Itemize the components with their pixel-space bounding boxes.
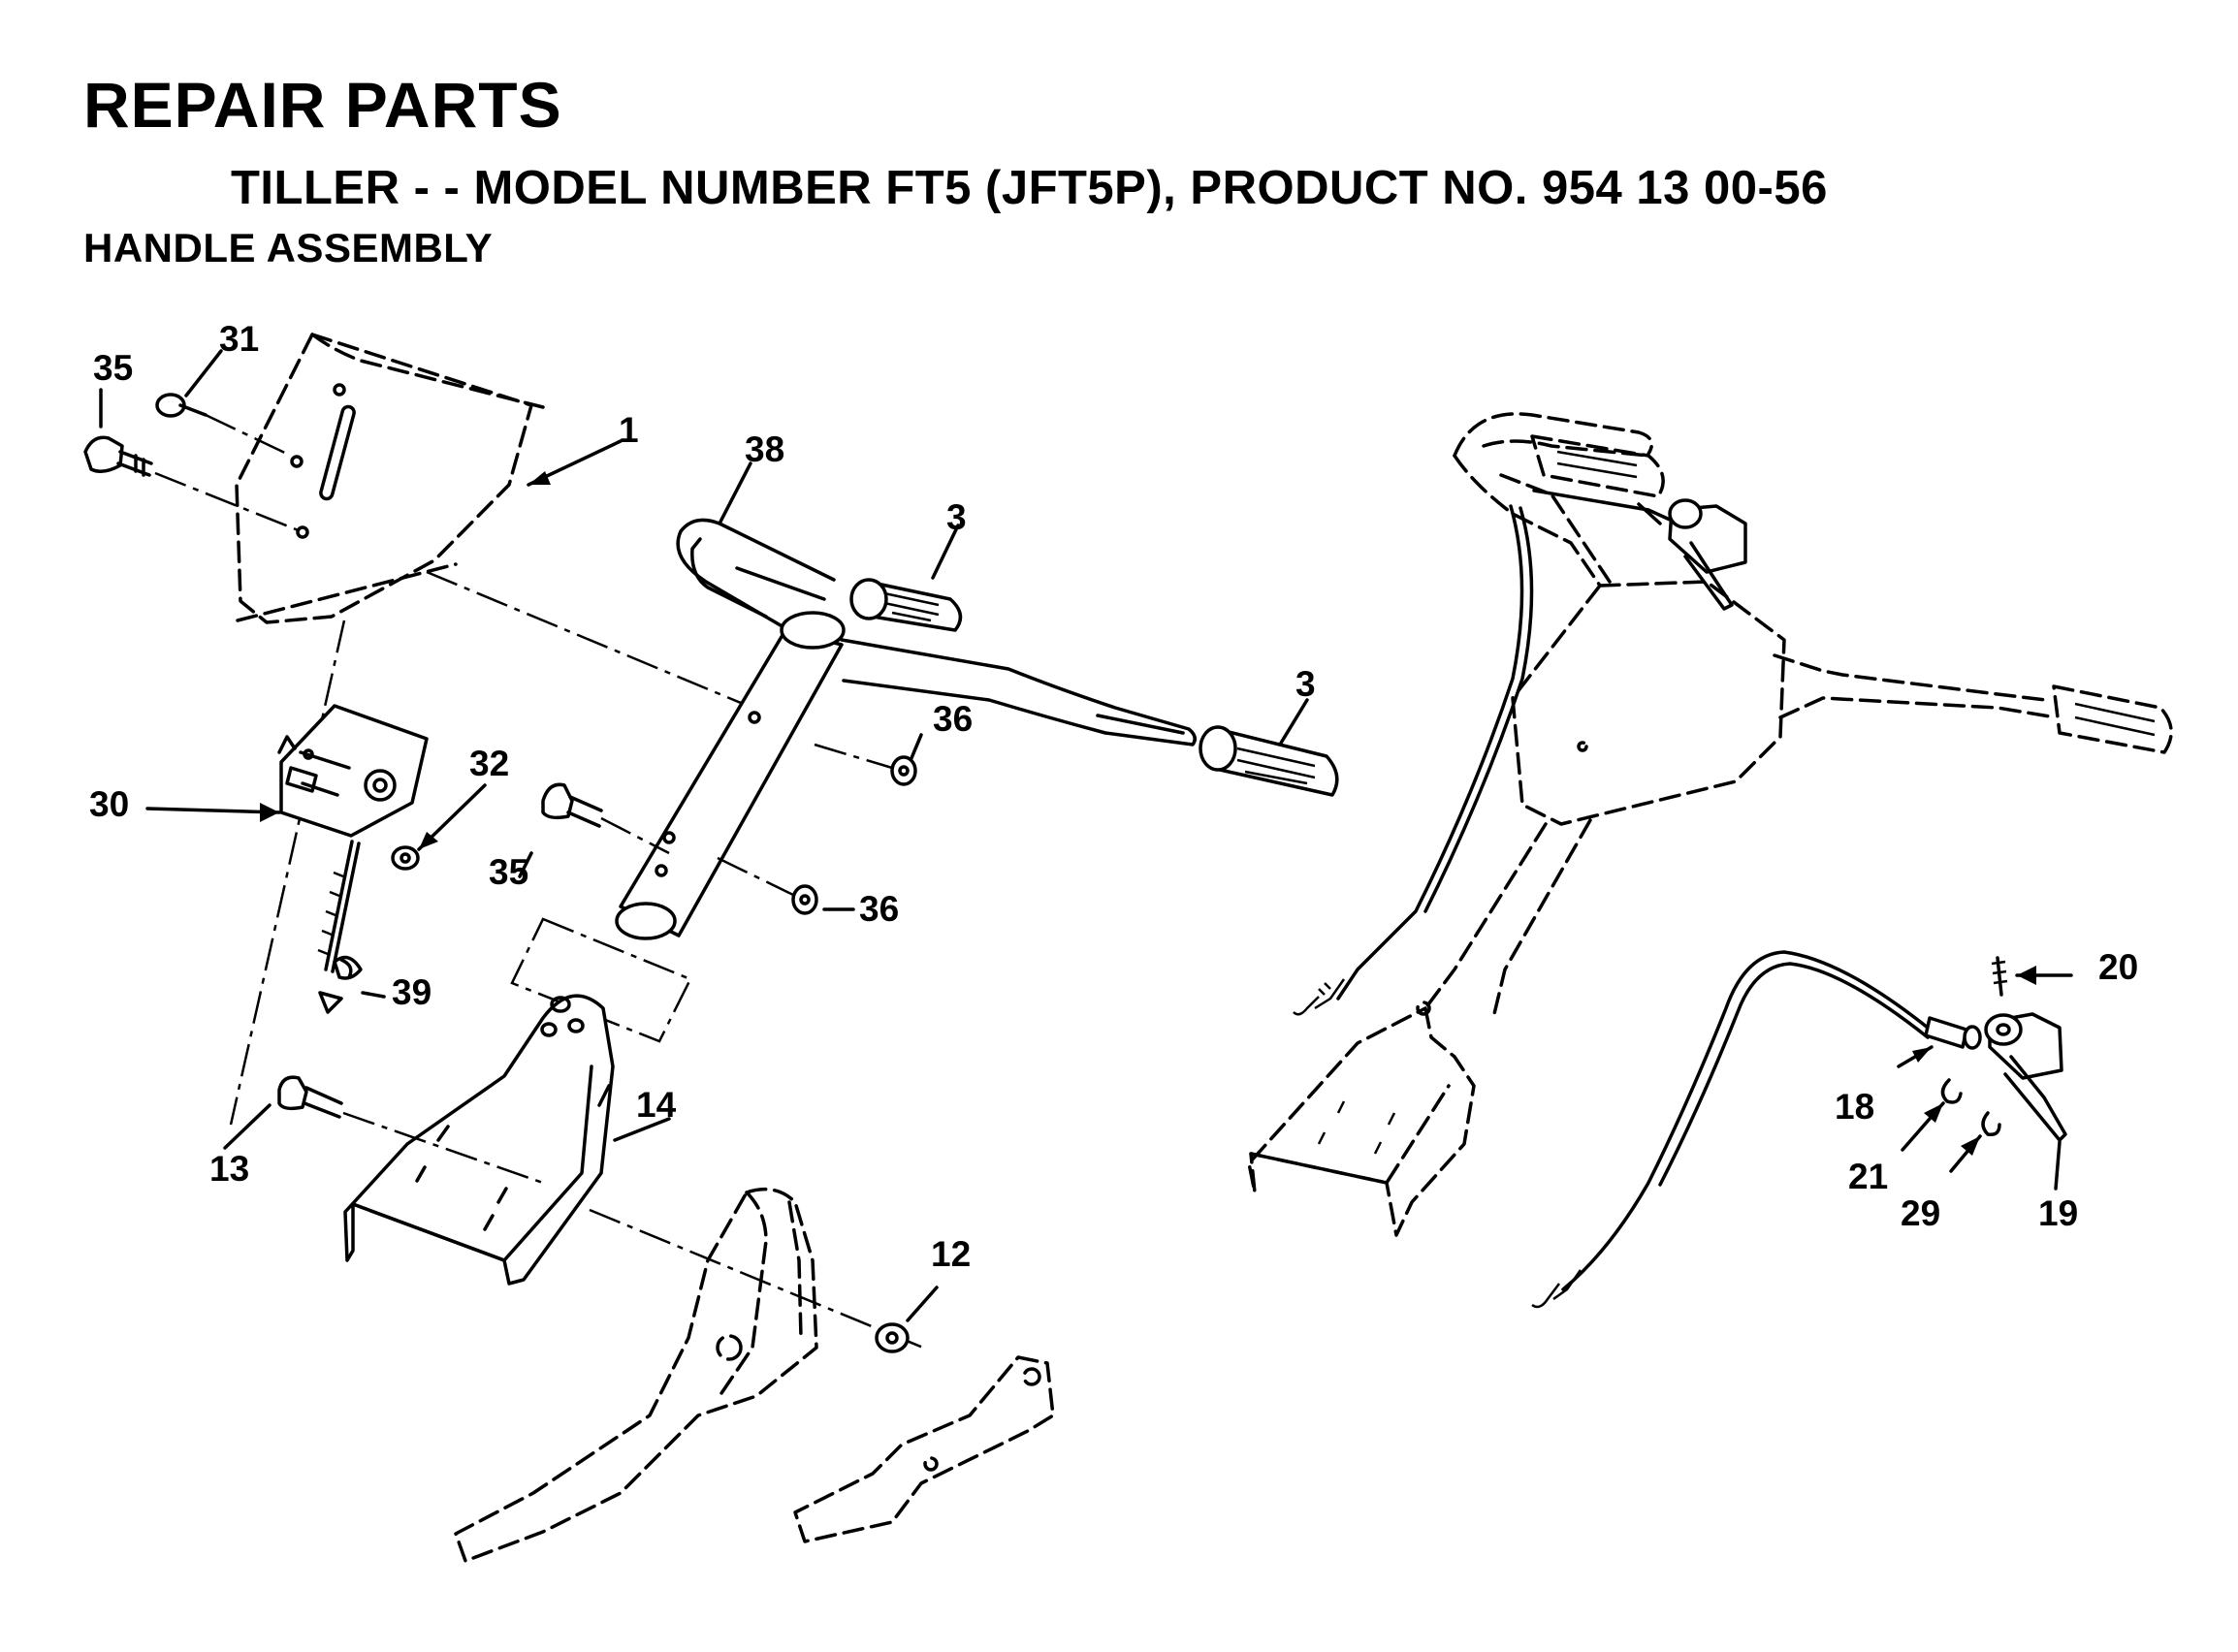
assembled-handle-view	[1247, 412, 2173, 1237]
callout-labels: 1 3 3 12 13 14 18 19 20 21 29 30 31 32 3…	[89, 319, 2138, 1274]
page-title: REPAIR PARTS	[83, 69, 562, 141]
part-3-grip-upper	[849, 578, 963, 632]
linkage-lever	[793, 1355, 1055, 1543]
part-36-nut-lower	[791, 884, 818, 915]
part-14-mount-bracket	[343, 994, 615, 1286]
callout-14: 14	[636, 1085, 677, 1125]
callout-20: 20	[2098, 947, 2138, 987]
callout-35-upper: 35	[93, 348, 133, 388]
part-32-nut	[391, 845, 420, 871]
callout-3-upper: 3	[946, 497, 967, 537]
part-30-bracket	[277, 704, 429, 838]
part-12-nut	[875, 1322, 910, 1353]
part-35-bolt-top	[83, 435, 302, 533]
part-39-clip	[318, 955, 363, 1014]
callout-36-upper: 36	[933, 699, 973, 739]
callout-32: 32	[469, 744, 509, 783]
part-1-handle-cover	[235, 333, 545, 624]
model-subtitle: TILLER - - MODEL NUMBER FT5 (JFT5P), PRO…	[231, 162, 1828, 214]
callout-38: 38	[745, 429, 784, 469]
callout-19: 19	[2038, 1193, 2078, 1233]
spring-rod	[317, 840, 361, 973]
leader-arrows	[99, 349, 2073, 1322]
tiller-frame	[454, 1187, 818, 1563]
part-31-screw	[155, 393, 292, 458]
callout-36-lower: 36	[859, 889, 899, 929]
callout-21: 21	[1848, 1157, 1888, 1196]
callout-18: 18	[1835, 1087, 1874, 1127]
section-heading: HANDLE ASSEMBLY	[83, 225, 494, 270]
callout-29: 29	[1901, 1193, 1940, 1233]
callout-13: 13	[209, 1149, 249, 1189]
callout-3-lower: 3	[1295, 664, 1316, 704]
part-35-bolt-middle	[541, 782, 670, 855]
part-21-clip	[1940, 1078, 1963, 1104]
callout-35-lower: 35	[489, 852, 528, 892]
callout-30: 30	[89, 784, 129, 824]
callout-39: 39	[392, 972, 432, 1012]
part-36-nut-upper	[890, 755, 917, 786]
callout-31: 31	[219, 319, 259, 359]
part-20-pin	[1991, 956, 2008, 997]
part-3-grip-lower	[1199, 725, 1339, 797]
part-13-bolt	[277, 1075, 544, 1185]
callout-12: 12	[931, 1234, 971, 1274]
part-38-handlebar	[615, 518, 1197, 940]
callout-1: 1	[619, 410, 639, 450]
part-18-cable-fitting	[1924, 1016, 1982, 1050]
part-19-control-lever	[1984, 1012, 2067, 1142]
control-cable	[1531, 950, 1930, 1309]
part-29-clip	[1981, 1111, 2001, 1137]
